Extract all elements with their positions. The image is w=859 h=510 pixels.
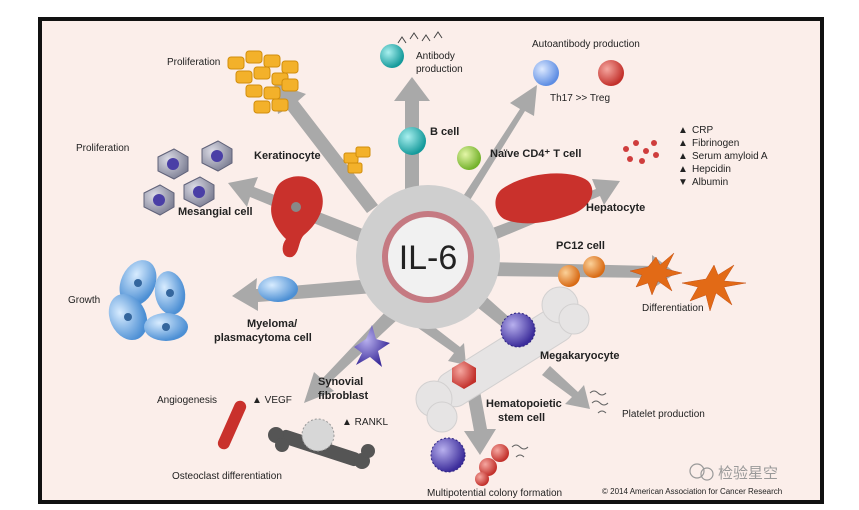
synovial-label-1: Synovial [318,376,363,388]
il6-diagram: IL-6 B cell Antibody production Naïve CD… [68,31,782,499]
multipotential-label: Multipotential colony formation [427,488,562,499]
megakaryocyte-label: Megakaryocyte [540,350,620,362]
b-cell: B cell Antibody production [380,31,463,155]
acute-marker: ▲ [678,138,688,149]
acute-label: Hepcidin [692,164,731,175]
synovial-label-2: fibroblast [318,390,368,402]
growth-label: Growth [68,295,100,306]
proliferation-top-label: Proliferation [167,57,220,68]
kidney-icon [271,176,323,258]
keratinocyte: Keratinocyte Proliferation [167,50,371,174]
hsc-label-2: stem cell [498,412,545,424]
rankl-label: ▲ RANKL [342,417,388,428]
antibody-icon [397,31,443,44]
naive-t-cell: Naïve CD4⁺ T cell Autoantibody productio… [457,39,640,170]
antibody-label-1: Antibody [416,51,455,62]
acute-label: Serum amyloid A [692,151,768,162]
arrow-keratinocyte [274,83,378,213]
myeloma-label-2: plasmacytoma cell [214,332,312,344]
watermark-text: 检验星空 [718,464,778,482]
platelet-label: Platelet production [622,409,705,420]
pc12-cell: PC12 cell Differentiation [556,240,747,314]
wechat-icon-bubble [700,467,714,481]
mesangial-label: Mesangial cell [178,206,253,218]
myeloma-label-1: Myeloma/ [247,318,297,330]
arrow-myeloma [232,278,374,311]
b-cell-label: B cell [430,126,459,138]
myeloma-icon [258,276,298,302]
hsc-label-1: Hematopoietic [486,398,562,410]
watermark: 检验星空 [689,463,778,482]
b-cell-icon [398,127,426,155]
keratinocyte-label: Keratinocyte [254,150,321,162]
osteoclast-bone-icon [268,418,375,469]
keratinocyte-icon [343,146,371,174]
acute-marker: ▲ [678,164,688,175]
acute-phase-dots-icon [623,140,659,164]
pc12-label: PC12 cell [556,240,605,252]
hepatocyte-label: Hepatocyte [586,202,645,214]
acute-label: Fibrinogen [692,138,739,149]
figure-frame: IL-6 B cell Antibody production Naïve CD… [38,17,824,504]
differentiation-label: Differentiation [642,303,704,314]
hepatocyte: Hepatocyte ▲ CRP ▲ Fibrinogen ▲ Serum am… [495,125,768,224]
b-cell-top-icon [380,44,404,68]
arrow-t-cell [460,85,537,205]
acute-marker: ▲ [678,151,688,162]
angiogenesis-label: Angiogenesis [157,395,217,406]
kidney-glomerulus-icon [291,202,301,212]
arrow-platelet [542,366,590,409]
il6-label: IL-6 [399,239,458,277]
liver-icon [495,173,593,224]
acute-marker: ▼ [678,177,688,188]
synovial-fibroblast: Synovial fibroblast Angiogenesis ▲ VEGF … [157,325,390,482]
il6-hub: IL-6 [356,185,500,329]
t-cell-label: Naïve CD4⁺ T cell [490,148,581,160]
osteoclast-label: Osteoclast differentiation [172,471,282,482]
th17-label: Th17 >> Treg [550,93,610,104]
colony-cells-icon [430,437,529,486]
copyright-text: © 2014 American Association for Cancer R… [602,487,782,496]
mesangial-cells-icon [143,140,233,216]
acute-marker: ▲ [678,125,688,136]
acute-phase-list: ▲ CRP ▲ Fibrinogen ▲ Serum amyloid A ▲ H… [678,125,768,188]
neuron-icon-2 [681,264,747,312]
antibody-label-2: production [416,64,463,75]
hematopoietic-stem-cell: Hematopoietic stem cell Multipotential c… [427,361,562,499]
autoantibody-label: Autoantibody production [532,39,640,50]
myeloma-cluster-icon [108,260,188,341]
keratinocyte-cluster-icon [227,50,299,114]
neuron-icon-1 [629,252,683,296]
megakaryocyte-icon [500,312,536,348]
platelet-icon [589,390,609,414]
arrow-multipotential [464,391,496,455]
fibroblast-icon [354,325,390,367]
vegf-label: ▲ VEGF [252,395,292,406]
treg-icon [598,60,624,86]
pc12-icon-2 [583,256,605,278]
arrow-pc12 [486,255,676,289]
th17-icon [533,60,559,86]
mesangial-cell: Mesangial cell Proliferation [76,140,323,258]
t-cell-icon [457,146,481,170]
proliferation-left-label: Proliferation [76,143,129,154]
myeloma-cell: Myeloma/ plasmacytoma cell Growth [68,260,312,344]
wechat-icon [689,463,705,479]
megakaryocyte: Megakaryocyte Platelet production [500,312,705,420]
acute-label: CRP [692,125,713,136]
pc12-icon-1 [558,265,580,287]
acute-label: Albumin [692,177,728,188]
blood-vessel-icon [217,400,247,450]
hsc-icon [452,361,476,389]
